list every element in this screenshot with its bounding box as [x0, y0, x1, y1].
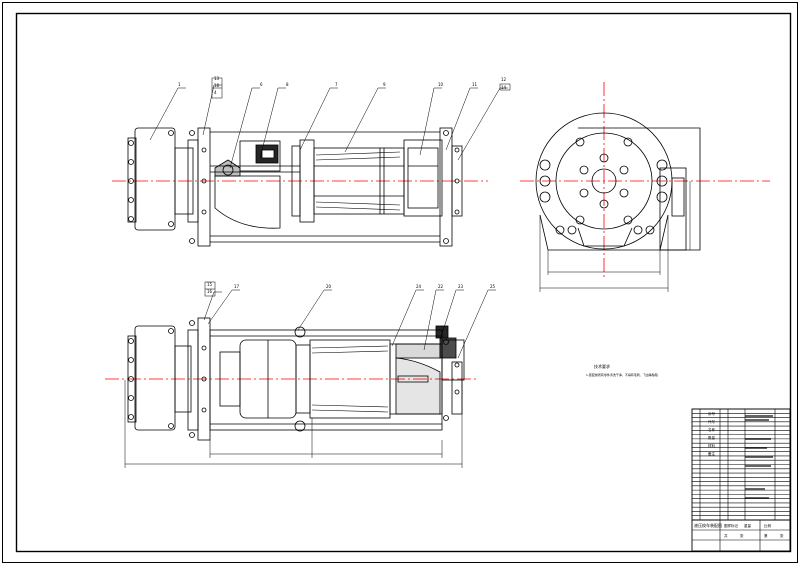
side-view: [520, 82, 770, 292]
bolt-circle: [575, 137, 633, 225]
tb-label: 材料: [708, 443, 716, 448]
title-block: [691, 408, 791, 552]
motor-flange: [134, 127, 176, 231]
tb-label: 名称: [708, 427, 716, 432]
part-label: 18: [214, 83, 220, 88]
drum-rope: [315, 151, 401, 211]
part-label: 25: [490, 284, 496, 289]
part-label: 10: [438, 82, 444, 87]
drum-end-circle: [535, 112, 673, 250]
tb-mid-label: 图样标记: [724, 523, 738, 528]
part-label: 8: [286, 82, 289, 87]
part-label: 6: [260, 82, 263, 87]
tb-label: 代号: [708, 419, 716, 424]
bolts-flange: [128, 130, 174, 227]
part-label: 20: [326, 284, 332, 289]
tb-label: 备注: [708, 451, 716, 456]
tb-row-label: 第: [764, 533, 768, 538]
part-label: 9: [383, 82, 386, 87]
filled-cells: [745, 415, 773, 499]
brake-housing: [239, 140, 281, 172]
hydraulic-motor: [407, 147, 439, 209]
part-label: 23: [458, 284, 464, 289]
leaders-bottom: [203, 289, 496, 359]
tb-label: 数量: [708, 435, 716, 440]
tb-row-label: 张: [740, 533, 744, 538]
part-label: 1: [178, 82, 181, 87]
title-block-rows: [692, 412, 790, 517]
part-labels-top: 1 13 18 4 6 8 7 9 10 11 12 14: [178, 76, 507, 95]
tb-row-label: 张: [780, 533, 784, 538]
dimensions-bottom: [124, 380, 463, 468]
tb-label: 序号: [708, 411, 716, 416]
part-labels-bottom: 15 16 17 20 24 22 23 25: [207, 282, 496, 294]
title-block-text: 序号 代号 名称 数量 材料 备注 液压绞车装配图 图样标记 重量 比例 共 张…: [694, 411, 784, 538]
part-label: 16: [207, 289, 213, 294]
part-label: 12: [501, 77, 507, 82]
top-view: [112, 77, 511, 247]
tb-mid-label: 比例: [764, 523, 772, 528]
tech-notes: 技术要求 1.装配前所有零件清洗干净，不得有毛刺、飞边等缺陷: [586, 363, 658, 377]
part-label: 22: [438, 284, 444, 289]
left-side-plate: [197, 127, 211, 247]
tb-mid-label: 重量: [744, 523, 752, 528]
tb-row-label: 共: [724, 533, 728, 538]
part-label: 17: [234, 284, 240, 289]
part-label: 4: [214, 90, 217, 95]
bottom-view: [105, 281, 496, 468]
tech-notes-title: 技术要求: [594, 363, 610, 369]
part-label: 15: [207, 282, 213, 287]
part-label: 13: [214, 76, 220, 81]
part-label: 7: [335, 82, 338, 87]
part-label: 14: [501, 85, 507, 90]
part-label: 24: [416, 284, 422, 289]
tech-notes-text: 1.装配前所有零件清洗干净，不得有毛刺、飞边等缺陷: [586, 372, 658, 377]
leaders-top: [149, 84, 508, 169]
drawing-title: 液压绞车装配图: [694, 522, 722, 528]
dimensions-side: [539, 181, 691, 292]
part-label: 11: [472, 82, 478, 87]
